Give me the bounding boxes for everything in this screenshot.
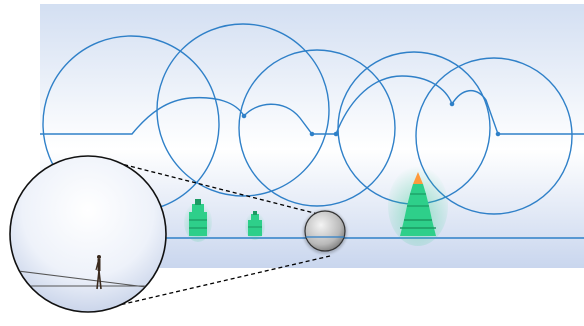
path-marker-5 xyxy=(495,131,501,137)
trajectory-loop-3 xyxy=(238,49,396,207)
path-marker-1 xyxy=(241,113,247,119)
tiny-tower xyxy=(245,211,265,240)
trajectory-group xyxy=(40,23,584,215)
small-tower xyxy=(184,199,212,242)
zoomed-inset xyxy=(9,155,167,313)
path-marker-3 xyxy=(333,131,339,137)
scale-reference-person-icon xyxy=(95,255,102,290)
trajectory-loop-5 xyxy=(415,57,573,215)
large-tower xyxy=(388,166,448,246)
path-marker-2 xyxy=(309,131,315,137)
path-marker-4 xyxy=(449,101,455,107)
zoom-callout-lines xyxy=(97,157,331,311)
inset-ground-line-1 xyxy=(11,269,165,291)
zoom-target-circle xyxy=(303,210,347,254)
